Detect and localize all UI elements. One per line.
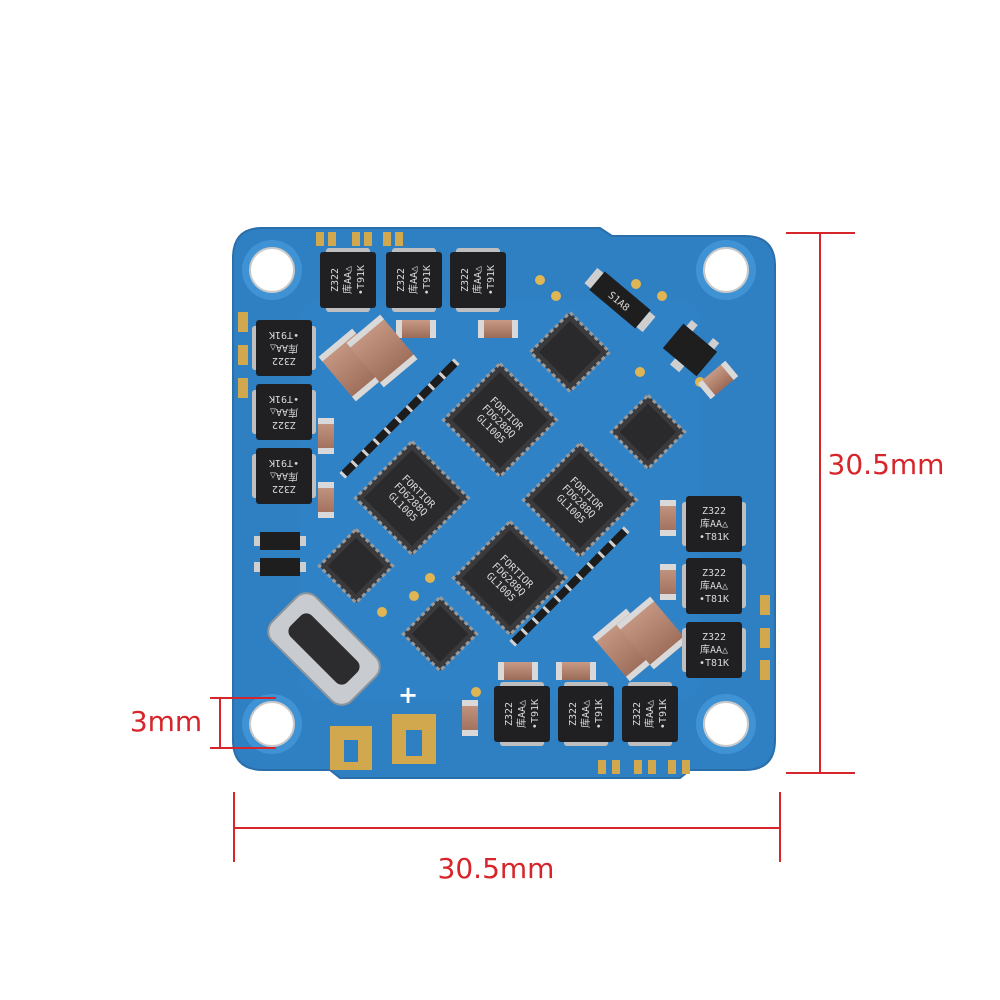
mosfet-marking: 库AA△ xyxy=(270,470,298,483)
smd-capacitor xyxy=(556,662,596,680)
smd-capacitor xyxy=(660,500,676,536)
mosfet-marking: 库AA△ xyxy=(341,266,354,294)
smd-capacitor xyxy=(478,320,518,338)
height-label: 30.5mm xyxy=(828,448,945,481)
hole-label: 3mm xyxy=(130,705,202,738)
mounting-hole-bottom-right xyxy=(696,694,756,754)
mosfet-marking: Z322 xyxy=(272,419,296,430)
mosfet-marking: •T91K xyxy=(594,699,605,729)
pad-slot xyxy=(406,730,422,756)
vias xyxy=(377,275,705,697)
mosfet-marking: •T91K xyxy=(486,265,497,295)
dimension-hole: 3mm xyxy=(130,697,276,749)
mosfet-marking: •T91K xyxy=(356,265,367,295)
mcu-ic xyxy=(317,527,395,605)
polarity-mark: + xyxy=(398,681,418,709)
mosfet-marking: Z322 xyxy=(330,268,341,292)
mosfet-marking: 库AA△ xyxy=(471,266,484,294)
mosfet-marking: •T91K xyxy=(530,699,541,729)
mosfet-marking: Z322 xyxy=(504,702,515,726)
smd-capacitor xyxy=(318,418,334,454)
mosfet-marking: 库AA△ xyxy=(515,700,528,728)
mosfet-marking: Z322 xyxy=(272,483,296,494)
mounting-hole-top-left xyxy=(242,240,302,300)
mcu-ic xyxy=(609,393,687,471)
mosfet-marking: Z322 xyxy=(632,702,643,726)
smd-capacitor xyxy=(346,314,418,388)
smd-capacitor xyxy=(616,596,688,670)
smd-capacitor xyxy=(697,360,739,400)
copper-pour xyxy=(300,300,700,700)
mosfet-marking: 库AA△ xyxy=(407,266,420,294)
mosfet-marking: •T81K xyxy=(699,532,729,543)
mcu-ic xyxy=(401,595,479,673)
mosfet-marking: 库AA△ xyxy=(700,517,728,530)
resistor-arrays xyxy=(339,358,630,647)
small-transistor xyxy=(254,532,306,576)
mosfet-marking: Z322 xyxy=(702,568,726,579)
mosfet-marking: Z322 xyxy=(702,632,726,643)
mosfet-marking: 库AA△ xyxy=(270,342,298,355)
mosfet-marking: Z322 xyxy=(702,506,726,517)
mosfet-marking: •T91K xyxy=(269,393,299,404)
pad-slot xyxy=(344,740,358,762)
mosfet-marking: Z322 xyxy=(272,355,296,366)
mcu-ic xyxy=(528,310,612,394)
smd-capacitor xyxy=(498,662,538,680)
mosfet-marking: •T81K xyxy=(699,594,729,605)
mosfet-marking: •T91K xyxy=(269,457,299,468)
smd-capacitor xyxy=(660,564,676,600)
smd-capacitor xyxy=(396,320,436,338)
dimension-width: 30.5mm xyxy=(233,792,781,885)
mosfet-marking: Z322 xyxy=(460,268,471,292)
mosfet-marking: 库AA△ xyxy=(270,406,298,419)
mounting-hole-top-right xyxy=(696,240,756,300)
width-label: 30.5mm xyxy=(438,852,555,885)
resistor xyxy=(438,358,460,380)
smd-capacitor xyxy=(462,700,478,736)
mosfet-marking: 库AA△ xyxy=(700,643,728,656)
mosfet-marking: •T81K xyxy=(699,658,729,669)
mosfet-marking: •T91K xyxy=(658,699,669,729)
voltage-regulator xyxy=(662,320,720,377)
mosfet-marking: Z322 xyxy=(396,268,407,292)
smd-capacitor xyxy=(318,482,334,518)
mounting-hole-bottom-left xyxy=(242,694,302,754)
mosfet-marking: •T91K xyxy=(422,265,433,295)
mosfet-marking: 库AA△ xyxy=(579,700,592,728)
mosfet-marking: Z322 xyxy=(568,702,579,726)
resistor xyxy=(608,526,630,548)
mosfet-marking: 库AA△ xyxy=(643,700,656,728)
capacitors xyxy=(318,314,739,736)
edge-pads xyxy=(238,232,770,774)
diode: S1A8 xyxy=(584,267,656,333)
mosfet-marking: •T91K xyxy=(269,329,299,340)
micro-usb-port[interactable] xyxy=(262,587,385,710)
dimension-height: 30.5mm xyxy=(786,232,945,774)
mosfet-marking: 库AA△ xyxy=(700,579,728,592)
